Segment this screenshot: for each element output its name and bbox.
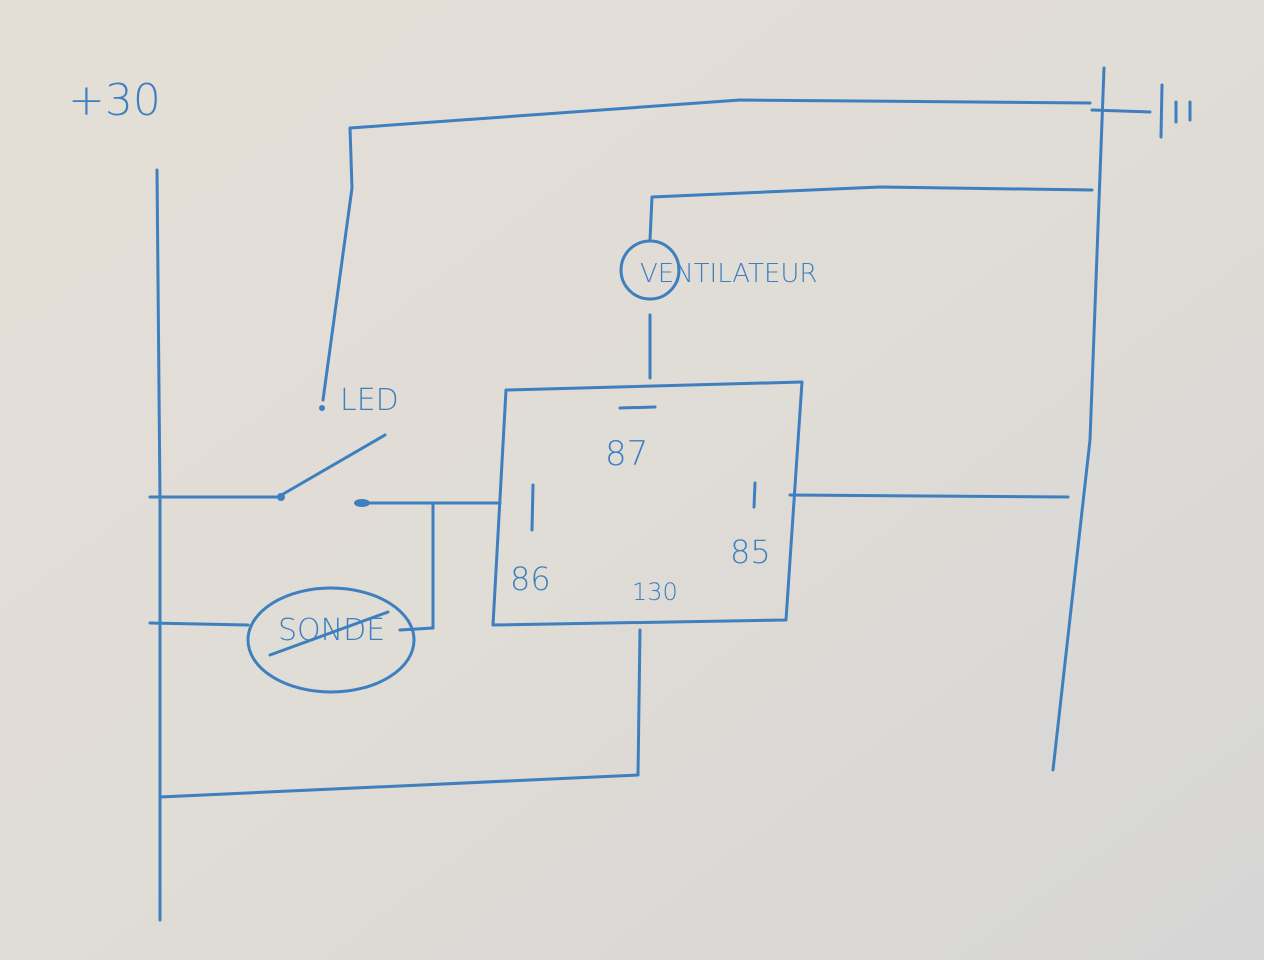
sensor-label: SONDE [278, 613, 385, 648]
relay-box [491, 380, 804, 627]
pin85-mark [752, 481, 757, 509]
switch-blade-icon [276, 433, 387, 499]
pin30-label: 130 [632, 578, 678, 606]
pin87-label: 87 [605, 434, 648, 474]
fan-ground-wire [648, 185, 1094, 242]
sensor-output-wire [398, 626, 435, 632]
wire-30-supply [158, 628, 642, 799]
led-label: LED [340, 383, 399, 418]
pin87-bar [618, 405, 657, 410]
sensor-wire [148, 621, 250, 627]
led-wire [321, 98, 1092, 402]
pin86-label: 86 [510, 560, 551, 598]
pin85-label: 85 [730, 533, 771, 571]
supply-rail [155, 168, 162, 922]
wire-85-ground [788, 493, 1070, 499]
supply-label: +30 [68, 75, 161, 126]
sensor-strike [268, 610, 390, 657]
pin86-mark [530, 483, 535, 532]
fan-label: VENTILATEUR [640, 259, 817, 289]
switch-contact [277, 493, 285, 501]
ground-symbol-icon [1090, 83, 1192, 139]
led-dot [319, 405, 325, 411]
ground-rail [1051, 66, 1106, 772]
sensor-icon [246, 586, 416, 694]
